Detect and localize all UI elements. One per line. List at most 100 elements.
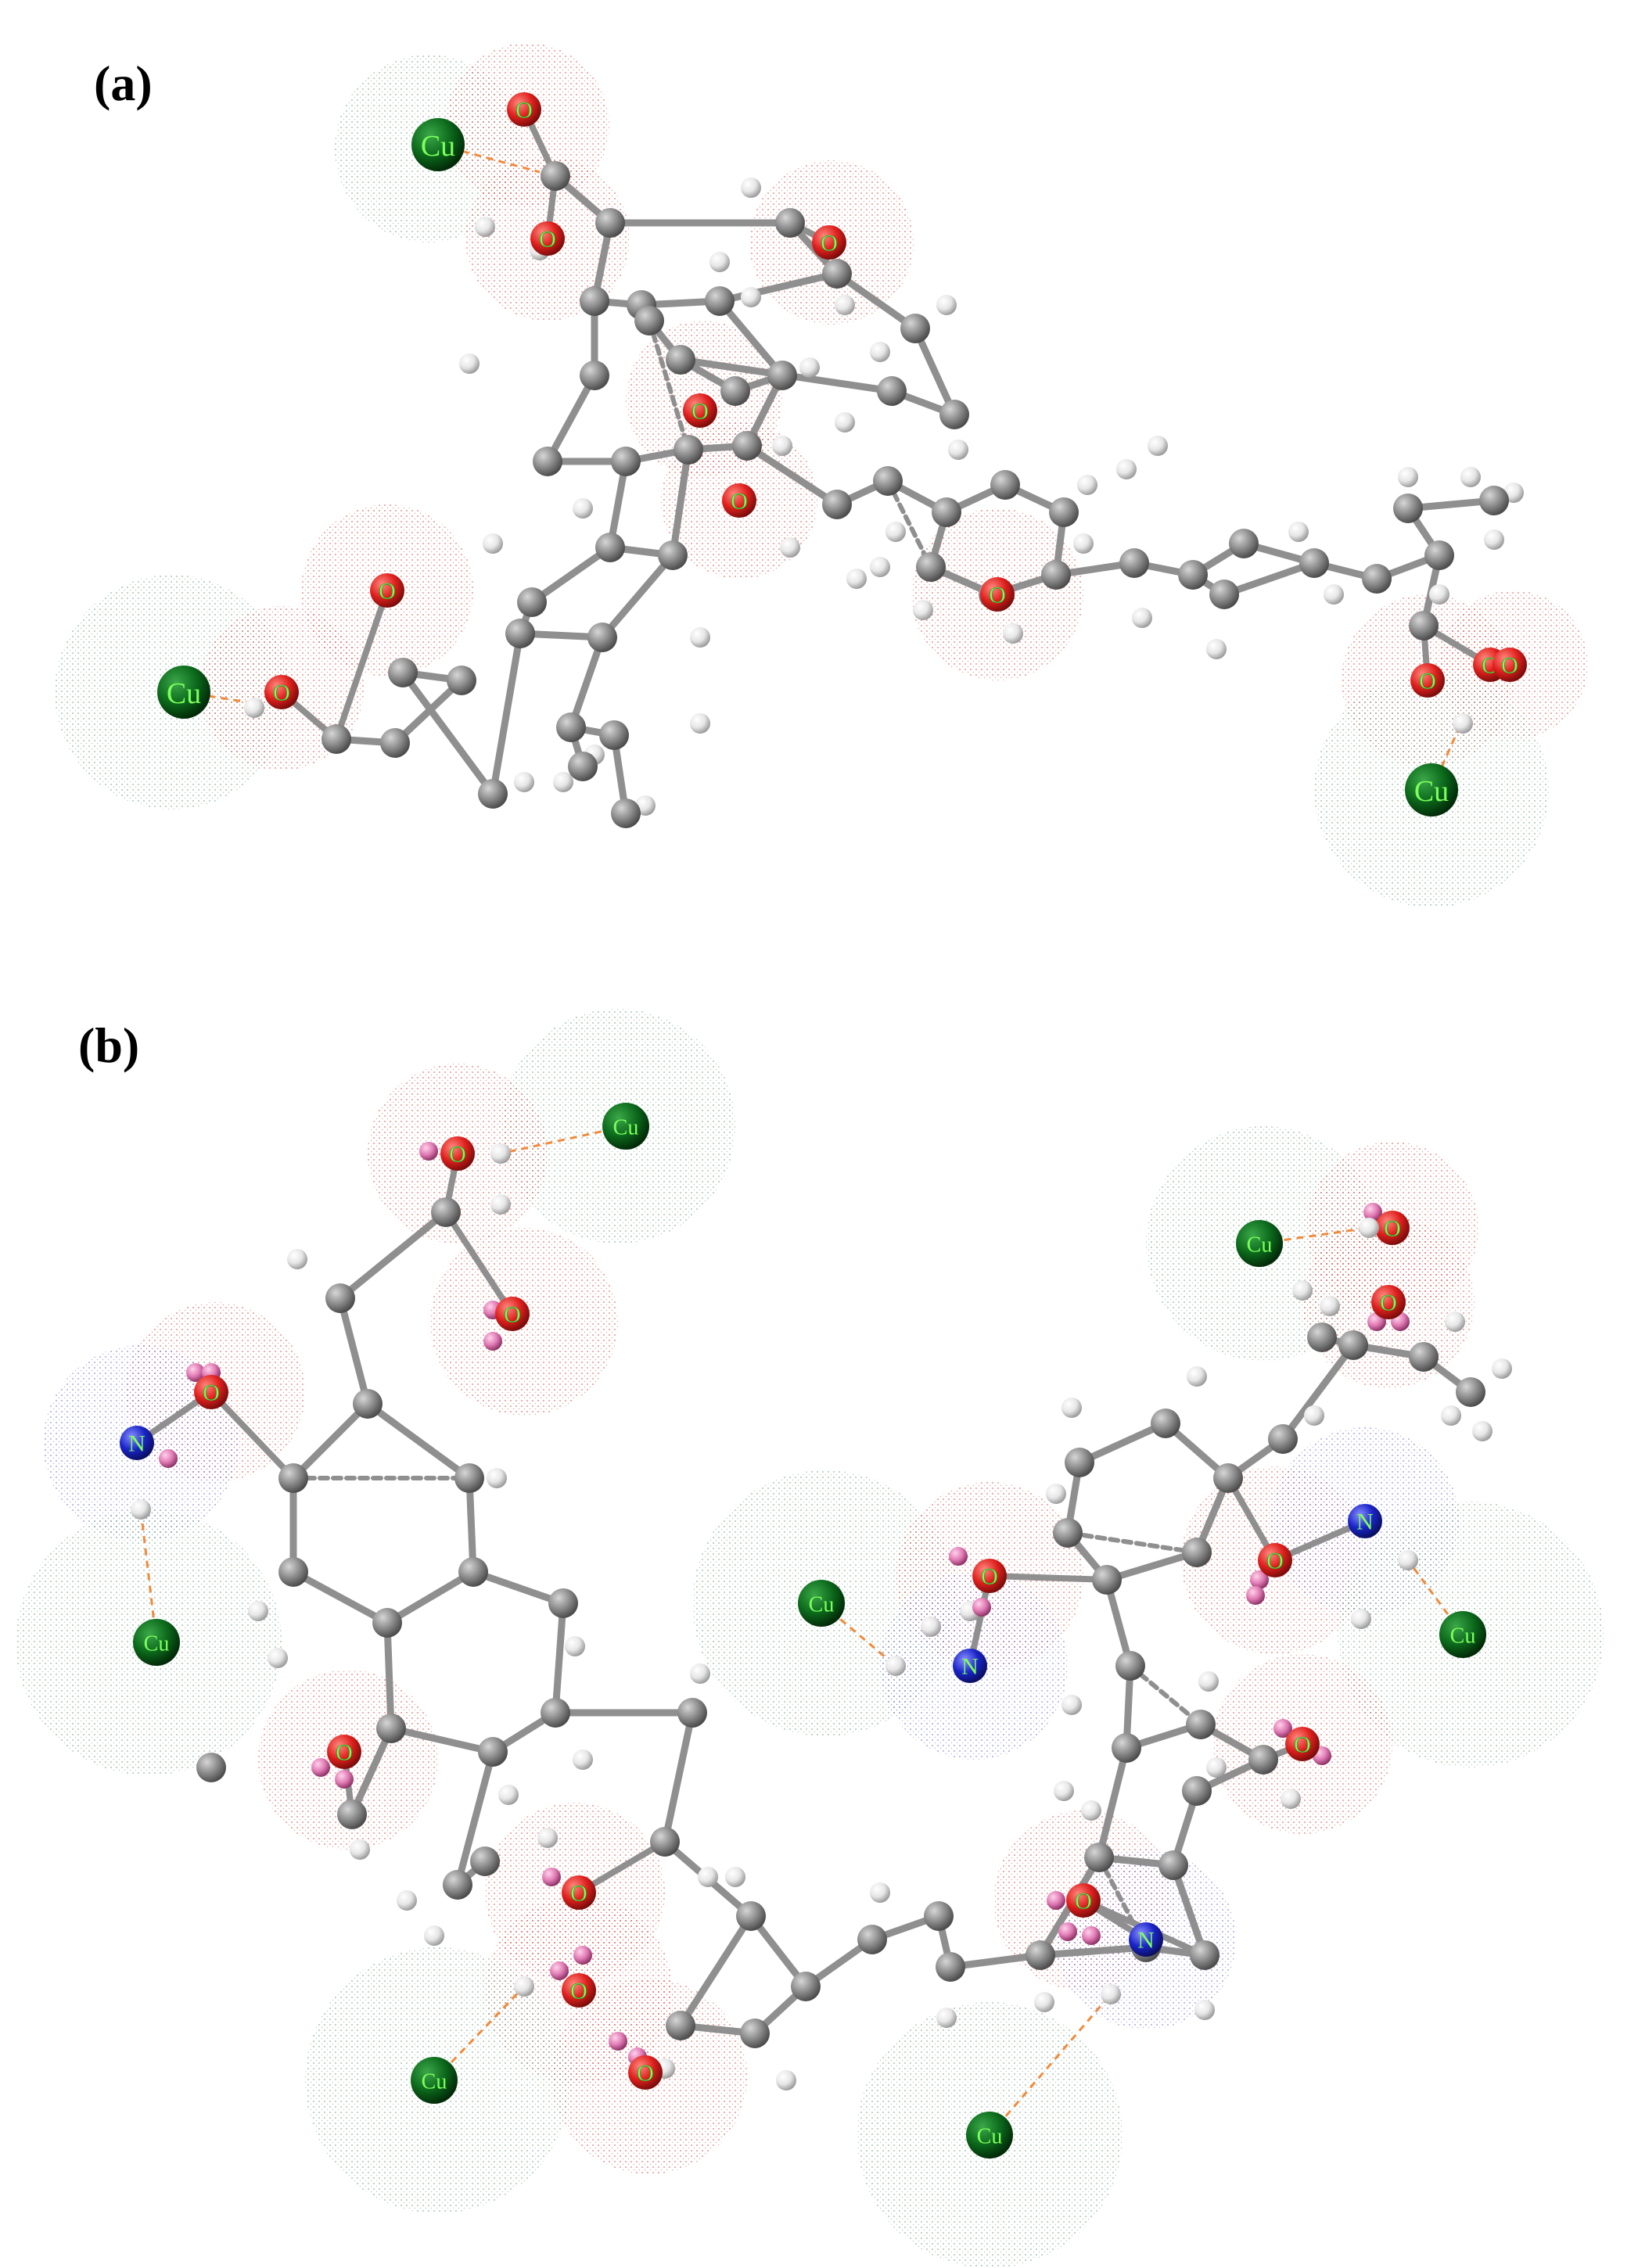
- carbon-atom: [1268, 1424, 1298, 1454]
- bond: [1036, 1943, 1150, 1959]
- proton-atom: [972, 1598, 991, 1617]
- copper-atom: [133, 1619, 180, 1666]
- carbon-atom: [1049, 497, 1079, 527]
- bond: [336, 1208, 450, 1302]
- carbon-atom: [936, 1952, 965, 1982]
- hydrogen-atom: [741, 178, 761, 198]
- hydrogen-atom: [885, 1656, 906, 1676]
- hydrogen-atom: [1429, 584, 1449, 605]
- carbon-atom: [1338, 1330, 1368, 1360]
- oxygen-atom: [980, 577, 1015, 612]
- carbon-atom: [1190, 1940, 1220, 1970]
- hydrogen-atom: [772, 436, 792, 456]
- hydrogen-atom: [537, 1828, 558, 1848]
- oxygen-label: O: [504, 1302, 521, 1328]
- oxygen-atom: [530, 221, 565, 256]
- carbon-atom: [1119, 548, 1149, 578]
- hydrogen-atom: [690, 627, 710, 648]
- carbon-atom: [1409, 611, 1439, 641]
- bond: [947, 1951, 1044, 1971]
- carbon-atom: [580, 286, 609, 316]
- bond: [289, 1568, 391, 1627]
- nitrogen-atom: [120, 1426, 154, 1460]
- carbon-atom: [666, 2011, 695, 2040]
- bond: [364, 1400, 473, 1482]
- hydrogen-atom: [1445, 1312, 1465, 1332]
- copper-atom: [1439, 1611, 1486, 1658]
- hydrogen-atom: [483, 533, 503, 554]
- hydrogen-atom: [514, 1976, 534, 1997]
- nitrogen-atom: [1129, 1922, 1163, 1957]
- carbon-atom: [376, 1714, 406, 1743]
- hydrogen-atom: [741, 287, 761, 307]
- hydrogen-atom: [936, 2008, 957, 2028]
- carbon-atom: [533, 447, 562, 476]
- carbon-atom: [1178, 560, 1208, 590]
- bond: [598, 551, 677, 641]
- carbon-atom: [470, 1846, 500, 1876]
- proton-atom: [159, 1449, 178, 1468]
- proton-atom: [311, 1758, 330, 1777]
- bond: [454, 1748, 497, 1889]
- panel-label-a: (a): [94, 56, 153, 111]
- surface-layer: [16, 1009, 1604, 2268]
- oxygen-atom: [1285, 1727, 1320, 1761]
- hydrogen-bond: [433, 1985, 526, 2082]
- oxygen-label: O: [1419, 669, 1436, 694]
- hydrogen-atom: [1460, 467, 1481, 487]
- copper-label: Cu: [167, 677, 201, 710]
- carbon-atom: [1182, 1538, 1212, 1567]
- hydrogen-atom: [1484, 529, 1504, 550]
- bond: [1095, 1744, 1130, 1861]
- bond: [336, 1294, 372, 1408]
- hydrogen-atom: [1453, 713, 1473, 734]
- hydrogen-atom: [870, 1882, 890, 1903]
- proton-atom: [419, 1142, 438, 1161]
- hydrogen-bond: [988, 1993, 1112, 2136]
- nitrogen-label: N: [1137, 1928, 1155, 1954]
- oxygen-atom: [562, 1875, 596, 1910]
- hydrogen-atom: [490, 1194, 511, 1215]
- carbon-atom: [548, 1588, 578, 1618]
- carbon-atom: [611, 798, 641, 828]
- oxygen-label: O: [1266, 1548, 1284, 1574]
- hydrogen-atom: [1061, 1695, 1082, 1715]
- carbon-atom: [791, 1972, 821, 2001]
- bond: [289, 1400, 372, 1482]
- carbon-atom: [705, 286, 735, 316]
- carbon-atom: [454, 1463, 484, 1493]
- carbon-atom: [822, 259, 852, 289]
- carbon-atom: [736, 1901, 766, 1931]
- nitrogen-label: N: [1356, 1509, 1374, 1535]
- hydrogen-atom: [565, 1636, 585, 1656]
- hydrogen-atom: [690, 713, 710, 734]
- nitrogen-label: N: [961, 1654, 979, 1680]
- proton-atom: [1082, 1926, 1101, 1945]
- hydrogen-atom: [573, 498, 593, 519]
- oxygen-atom: [370, 573, 404, 608]
- oxygen-label: O: [1294, 1732, 1311, 1758]
- hydrogen-atom: [1198, 1671, 1219, 1692]
- hydrogen-atom: [1281, 1789, 1301, 1809]
- hydrogen-atom: [1194, 2000, 1215, 2020]
- carbon-atom: [431, 1197, 461, 1227]
- copper-label: Cu: [1450, 1624, 1476, 1649]
- oxygen-atom: [972, 1559, 1007, 1593]
- copper-label: Cu: [809, 1593, 835, 1617]
- carbon-atom: [321, 724, 351, 754]
- hydrogen-atom: [268, 1648, 288, 1668]
- oxygen-label: O: [379, 579, 396, 605]
- carbon-atom: [1092, 1565, 1122, 1595]
- bond: [833, 270, 919, 332]
- oxygen-label: O: [273, 680, 290, 706]
- carbon-atom: [1229, 529, 1259, 558]
- copper-label: Cu: [144, 1632, 170, 1656]
- bond: [669, 446, 692, 559]
- oxygen-label: O: [515, 98, 533, 124]
- bond: [716, 297, 786, 379]
- oxygen-label: O: [1380, 1290, 1397, 1316]
- copper-atom: [602, 1103, 649, 1150]
- hydrogen-atom: [776, 2070, 796, 2090]
- bond: [333, 587, 390, 742]
